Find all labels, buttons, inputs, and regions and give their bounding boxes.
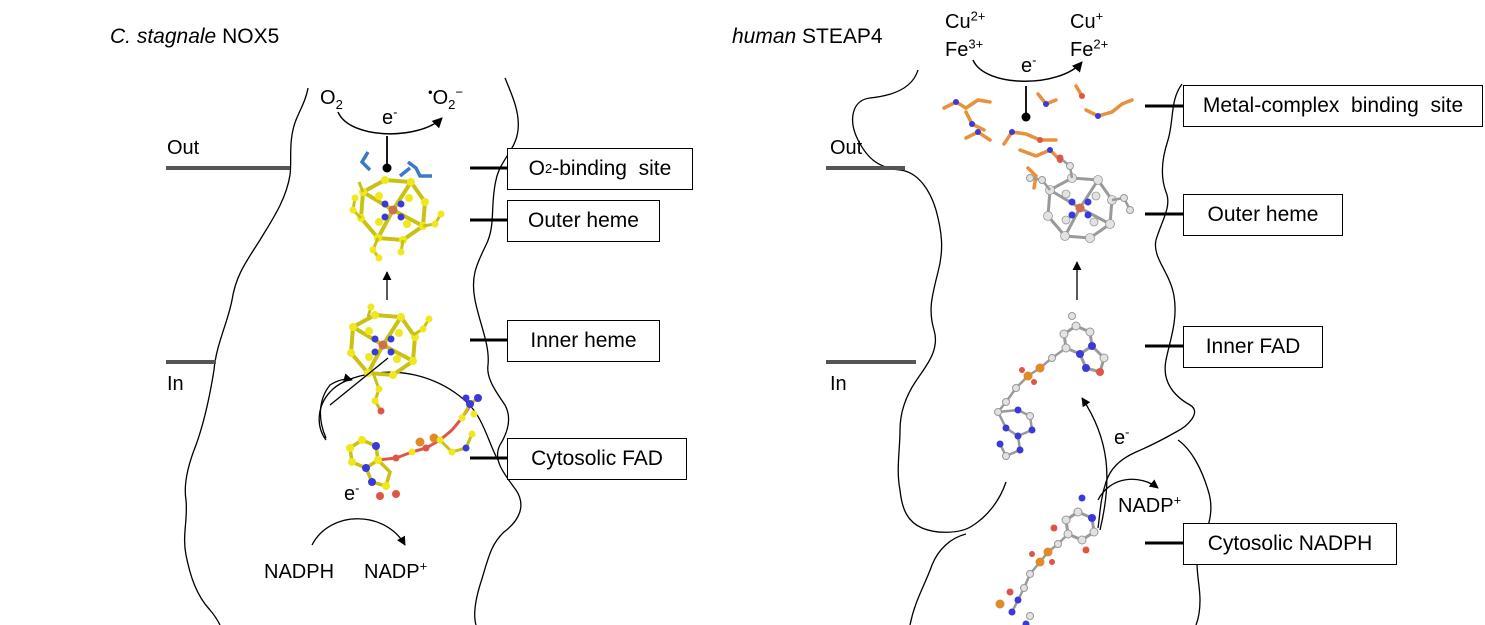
- steap4-fe3-label: Fe3+: [945, 36, 984, 61]
- nox5-o2-site-residues: [359, 151, 432, 178]
- steap4-nadph-molecule: [995, 494, 1099, 625]
- nox5-electron-top-label: e-: [382, 104, 398, 129]
- steap4-inner-fad-molecule: [994, 312, 1109, 460]
- nox5-inner-heme-molecule: [345, 303, 433, 415]
- nox5-in-label: In: [167, 373, 184, 395]
- nox5-protein-outline: [183, 77, 522, 625]
- steap4-metal-complex-site-label: Metal-complex binding site: [1183, 85, 1483, 127]
- steap4-outer-heme-label: Outer heme: [1183, 194, 1343, 236]
- steap4-fe2-label: Fe2+: [1070, 36, 1109, 61]
- nox5-fad-heme-connector: [329, 357, 389, 406]
- nox5-nadph-label: NADPH: [264, 561, 335, 583]
- nox5-panel-title: C. stagnale NOX5: [110, 25, 280, 48]
- steap4-electron-mid-label: e-: [1114, 424, 1130, 449]
- steap4-outer-heme-molecule: [1026, 154, 1134, 244]
- nox5-o2-reduction-arrow: [337, 111, 443, 135]
- nox5-cytosolic-fad-label: Cytosolic FAD: [507, 438, 687, 480]
- nox5-electron-dot: [382, 163, 392, 173]
- steap4-panel-title: human STEAP4: [732, 25, 883, 48]
- steap4-nadph-to-fad-arrow: [1081, 397, 1108, 531]
- steap4-metal-reduction-arrow: [972, 59, 1083, 82]
- nox5-outer-heme-molecule: [349, 174, 445, 262]
- steap4-cu1-label: Cu+: [1070, 8, 1104, 33]
- steap4-cytosolic-nadph-label: Cytosolic NADPH: [1183, 523, 1397, 565]
- nox5-label-leaders: [470, 166, 507, 460]
- steap4-in-label: In: [830, 373, 847, 395]
- nox5-inner-heme-label: Inner heme: [507, 320, 660, 362]
- nox5-fad-molecule: [346, 394, 482, 500]
- steap4-nadph-oxidation-arrow: [1097, 478, 1159, 501]
- nox5-oxygen-label: O2: [320, 87, 343, 112]
- nox5-out-label: Out: [167, 137, 200, 159]
- nox5-fad-to-heme-arrow: [319, 373, 353, 439]
- nox5-electron-bottom-label: e-: [344, 480, 360, 505]
- nox5-nadph-oxidation-arrow: [311, 518, 406, 546]
- steap4-out-label: Out: [830, 137, 863, 159]
- steap4-inner-fad-label: Inner FAD: [1183, 326, 1323, 368]
- steap4-electron-top-label: e-: [1021, 52, 1037, 77]
- steap4-metal-site-residues: [942, 84, 1134, 190]
- steap4-electron-dot: [1021, 112, 1031, 122]
- steap4-cu2-label: Cu2+: [945, 8, 986, 33]
- nox5-outer-heme-label: Outer heme: [507, 200, 660, 242]
- nox5-nadp-label: NADP+: [364, 558, 428, 583]
- steap4-label-leaders: [1145, 104, 1183, 545]
- nox5-superoxide-label: •O2−: [428, 84, 463, 112]
- steap4-nadp-label: NADP+: [1118, 492, 1182, 517]
